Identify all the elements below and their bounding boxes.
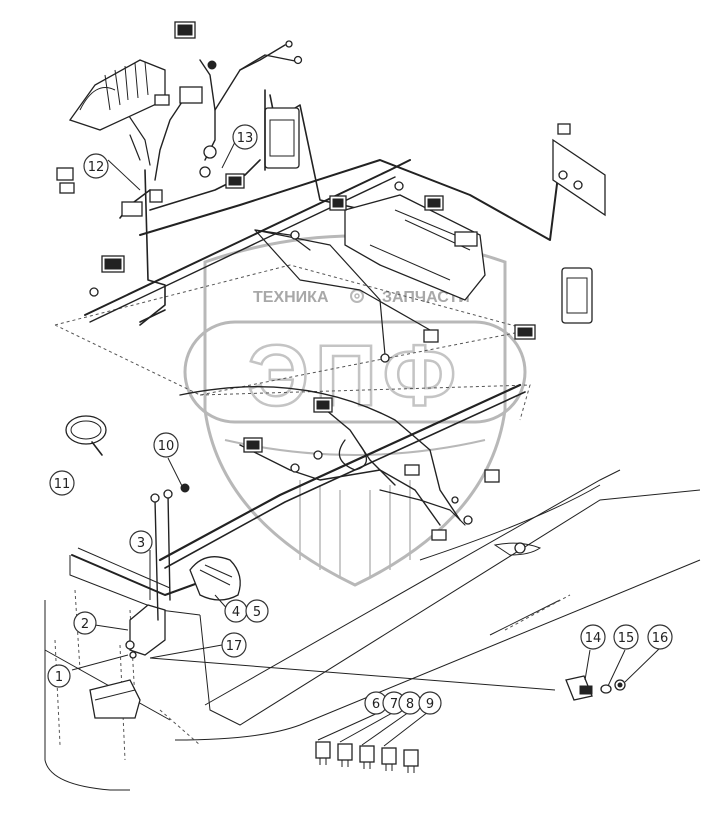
callout-8: 8 (398, 691, 422, 715)
lower-frame (44, 415, 701, 791)
watermark: ТЕХНИКА ЗАПЧАСТИ ЭПФ (183, 234, 527, 587)
svg-text:6: 6 (372, 697, 380, 712)
callout-11: 11 (49, 470, 75, 496)
cab-upper-assembly (54, 21, 606, 396)
svg-text:9: 9 (426, 697, 434, 712)
callout-2: 2 (73, 611, 97, 635)
svg-text:1: 1 (55, 670, 63, 685)
svg-text:11: 11 (54, 477, 71, 492)
callout-14: 14 (580, 624, 606, 650)
svg-text:5: 5 (253, 605, 261, 620)
svg-text:12: 12 (88, 160, 105, 175)
watermark-logo-letters: ЭПФ (248, 328, 462, 424)
svg-text:2: 2 (81, 617, 89, 632)
hose-clamp (65, 415, 107, 456)
callout-10: 10 (153, 432, 179, 458)
callout-9: 9 (418, 691, 442, 715)
svg-text:16: 16 (652, 631, 669, 646)
svg-text:3: 3 (137, 536, 145, 551)
leader-lines (71, 139, 661, 747)
gear-icon (350, 289, 364, 303)
svg-text:8: 8 (406, 697, 414, 712)
svg-text:10: 10 (158, 439, 175, 454)
watermark-oval (183, 320, 527, 424)
callout-5: 5 (245, 599, 269, 623)
svg-text:14: 14 (585, 631, 602, 646)
callout-13: 13 (232, 124, 258, 150)
callout-4: 4 (224, 599, 248, 623)
callout-15: 15 (613, 624, 639, 650)
svg-text:13: 13 (237, 131, 254, 146)
callout-1: 1 (47, 664, 71, 688)
svg-text:17: 17 (226, 639, 243, 654)
mid-harness (158, 383, 531, 569)
watermark-brand-left: ТЕХНИКА (253, 289, 329, 306)
svg-text:4: 4 (232, 605, 240, 620)
callout-12: 12 (83, 153, 109, 179)
svg-text:7: 7 (390, 697, 398, 712)
callout-17: 17 (221, 632, 247, 658)
fuses (315, 741, 419, 773)
callout-3: 3 (129, 530, 153, 554)
svg-text:15: 15 (618, 631, 635, 646)
callout-16: 16 (647, 624, 673, 650)
